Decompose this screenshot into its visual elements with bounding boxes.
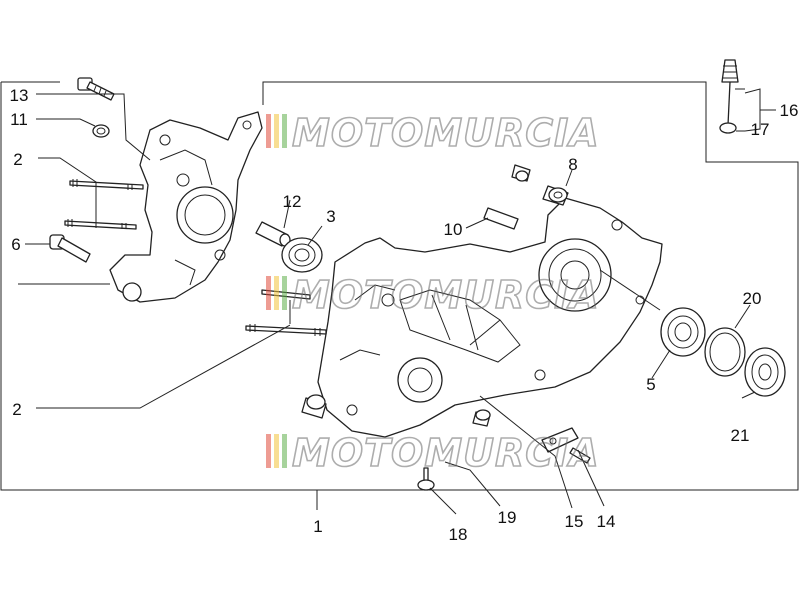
bush-8 <box>542 185 569 206</box>
callout-1: 1 <box>313 517 322 536</box>
watermark-bottom: MOTOMURCIA <box>266 430 600 476</box>
callout-11: 11 <box>10 110 28 129</box>
callout-6: 6 <box>11 235 20 254</box>
callout-19: 19 <box>498 508 517 527</box>
callout-17: 17 <box>751 120 770 139</box>
callout-16: 16 <box>780 101 799 120</box>
watermark-stripe-yellow <box>274 114 279 148</box>
seal-21 <box>744 347 786 397</box>
callout-5: 5 <box>646 375 655 394</box>
watermark-stripe-red <box>266 114 271 148</box>
watermark-middle: MOTOMURCIA <box>266 272 600 318</box>
callout-18: 18 <box>449 525 468 544</box>
callout-2-lower: 2 <box>12 400 21 419</box>
watermark-stripe-green <box>282 114 287 148</box>
plate-15 <box>541 427 579 453</box>
watermark-text: MOTOMURCIA <box>292 111 600 155</box>
bearing-5 <box>660 307 706 357</box>
callout-10: 10 <box>444 220 463 239</box>
circlip-20 <box>704 327 746 377</box>
right-crankcase-half <box>317 197 663 438</box>
leader-lines <box>18 88 776 515</box>
bush-19 <box>472 409 491 427</box>
callout-labels: 1 2 2 3 5 6 8 10 11 12 13 14 15 16 17 18… <box>10 86 799 544</box>
o-ring-17 <box>719 122 737 134</box>
callout-20: 20 <box>743 289 762 308</box>
screw-14 <box>569 447 591 464</box>
bush-lower-left <box>301 394 327 419</box>
callout-2-upper: 2 <box>13 150 22 169</box>
callout-12: 12 <box>283 192 302 211</box>
pin-10 <box>483 207 519 230</box>
dipstick-16 <box>721 59 739 126</box>
pin-upper <box>511 164 531 182</box>
callout-15: 15 <box>565 512 584 531</box>
watermark-text: MOTOMURCIA <box>292 431 600 475</box>
callout-8: 8 <box>568 155 577 174</box>
assembly-frame <box>0 81 799 491</box>
left-crankcase-half <box>109 111 263 303</box>
callout-13: 13 <box>10 86 29 105</box>
watermark-top: MOTOMURCIA <box>266 110 600 156</box>
screw-18 <box>417 467 435 491</box>
callout-14: 14 <box>597 512 616 531</box>
watermark-text: MOTOMURCIA <box>292 273 600 317</box>
callout-21: 21 <box>731 426 750 445</box>
bearing-3 <box>281 237 323 273</box>
bolt-13 <box>77 77 115 101</box>
callout-3: 3 <box>326 207 335 226</box>
bolt-6 <box>49 234 91 263</box>
ring-11 <box>92 124 110 138</box>
stud-2-upper <box>64 179 144 230</box>
